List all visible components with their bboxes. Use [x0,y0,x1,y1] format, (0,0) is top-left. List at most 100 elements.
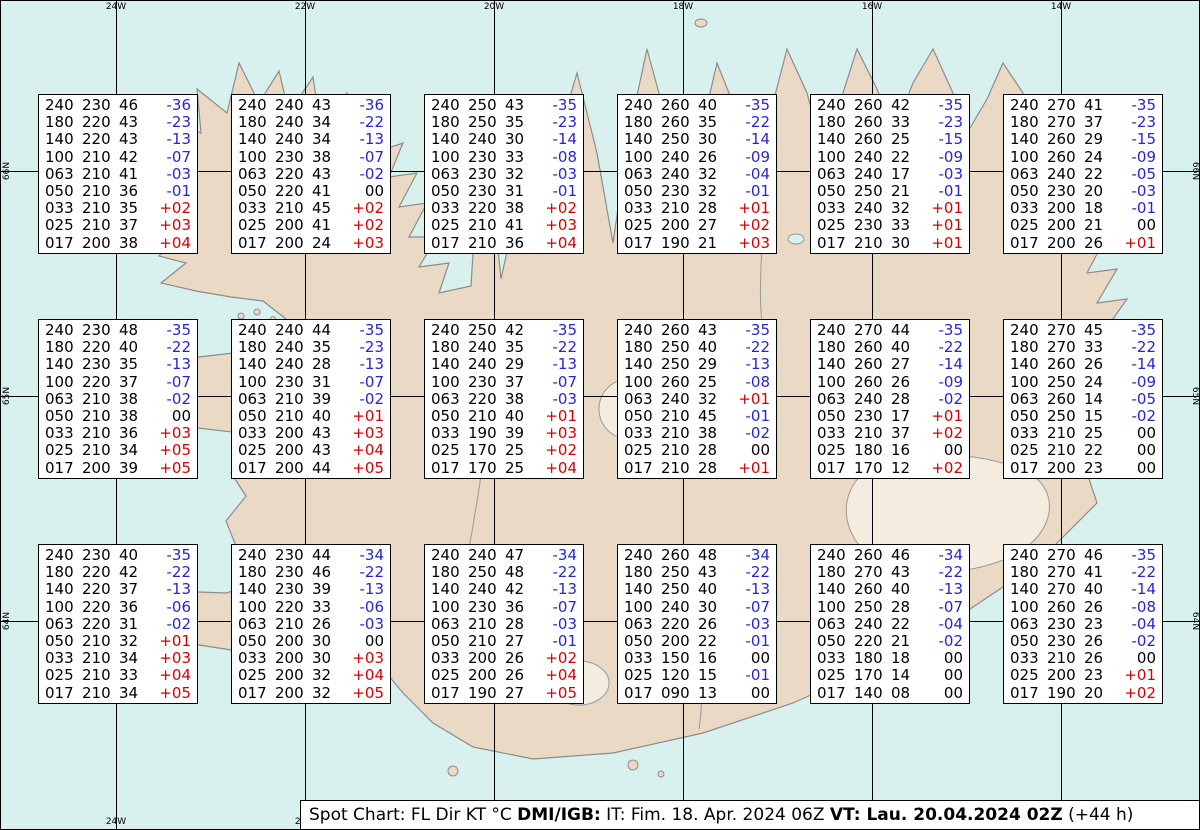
lon-label-top: 24W [105,2,127,12]
kt-value: 17 [891,164,911,183]
dir-value: 210 [275,614,304,633]
fl-value: 025 [431,666,460,685]
kt-value: 44 [312,458,332,477]
temp-value: +03 [352,649,384,668]
dir-value: 270 [1047,321,1076,339]
dir-value: 260 [854,546,883,564]
kt-value: 28 [698,458,718,477]
temp-value: -01 [745,631,771,650]
fl-value: 033 [45,199,74,218]
temp-value: -06 [166,597,192,616]
fl-value: 025 [238,441,267,460]
kt-value: 43 [891,563,911,582]
temp-value: 00 [943,683,963,702]
fl-value: 140 [624,130,653,149]
fl-value: 033 [1010,199,1039,218]
temp-value: +01 [352,406,384,425]
kt-value: 35 [312,338,332,357]
temp-value: -36 [166,96,192,114]
kt-value: 36 [119,181,139,200]
fl-value: 240 [1010,546,1039,564]
dir-value: 230 [468,181,497,200]
kt-value: 25 [698,372,718,391]
kt-value: 23 [1084,458,1104,477]
dir-value: 270 [854,563,883,582]
dir-value: 220 [854,631,883,650]
temp-value: -02 [359,164,385,183]
kt-value: 26 [312,614,332,633]
kt-value: 33 [312,597,332,616]
dir-value: 210 [661,424,690,443]
temp-value: -07 [359,147,385,166]
temp-value: -14 [1131,355,1157,374]
dir-value: 210 [82,164,111,183]
fl-value: 033 [431,649,460,668]
lon-label-top: 14W [1050,2,1072,12]
dir-value: 240 [854,389,883,408]
dir-value: 270 [1047,338,1076,357]
dir-value: 140 [854,683,883,702]
fl-value: 240 [431,96,460,114]
dir-value: 220 [275,181,304,200]
lon-label-top: 16W [861,2,883,12]
temp-value: +01 [931,216,963,235]
dir-value: 200 [1047,216,1076,235]
dir-value: 250 [854,597,883,616]
dir-value: 240 [275,96,304,114]
temp-value: -01 [1131,199,1157,218]
fl-value: 050 [431,181,460,200]
kt-value: 28 [891,597,911,616]
temp-value: +01 [738,199,770,218]
dir-value: 220 [275,597,304,616]
parallel-line-65N [1,396,1199,397]
temp-value: -01 [745,181,771,200]
temp-value: 00 [750,683,770,702]
fl-value: 240 [817,546,846,564]
dir-value: 270 [1047,113,1076,132]
temp-value: +02 [545,199,577,218]
kt-value: 48 [505,563,525,582]
kt-value: 13 [698,683,718,702]
temp-value: -08 [552,147,578,166]
kt-value: 46 [1084,546,1104,564]
temp-value: +01 [931,199,963,218]
dir-value: 210 [275,389,304,408]
fl-value: 180 [45,563,74,582]
fl-value: 025 [238,216,267,235]
fl-value: 017 [238,683,267,702]
kt-value: 15 [1084,406,1104,425]
kt-value: 30 [312,631,332,650]
kt-value: 43 [312,424,332,443]
kt-value: 30 [891,233,911,252]
temp-value: -07 [745,597,771,616]
temp-value: -08 [1131,597,1157,616]
temp-value: -35 [745,321,771,339]
temp-value: -35 [552,96,578,114]
fl-value: 025 [1010,441,1039,460]
footer-segment: (+44 h) [1062,805,1134,825]
kt-value: 41 [119,164,139,183]
